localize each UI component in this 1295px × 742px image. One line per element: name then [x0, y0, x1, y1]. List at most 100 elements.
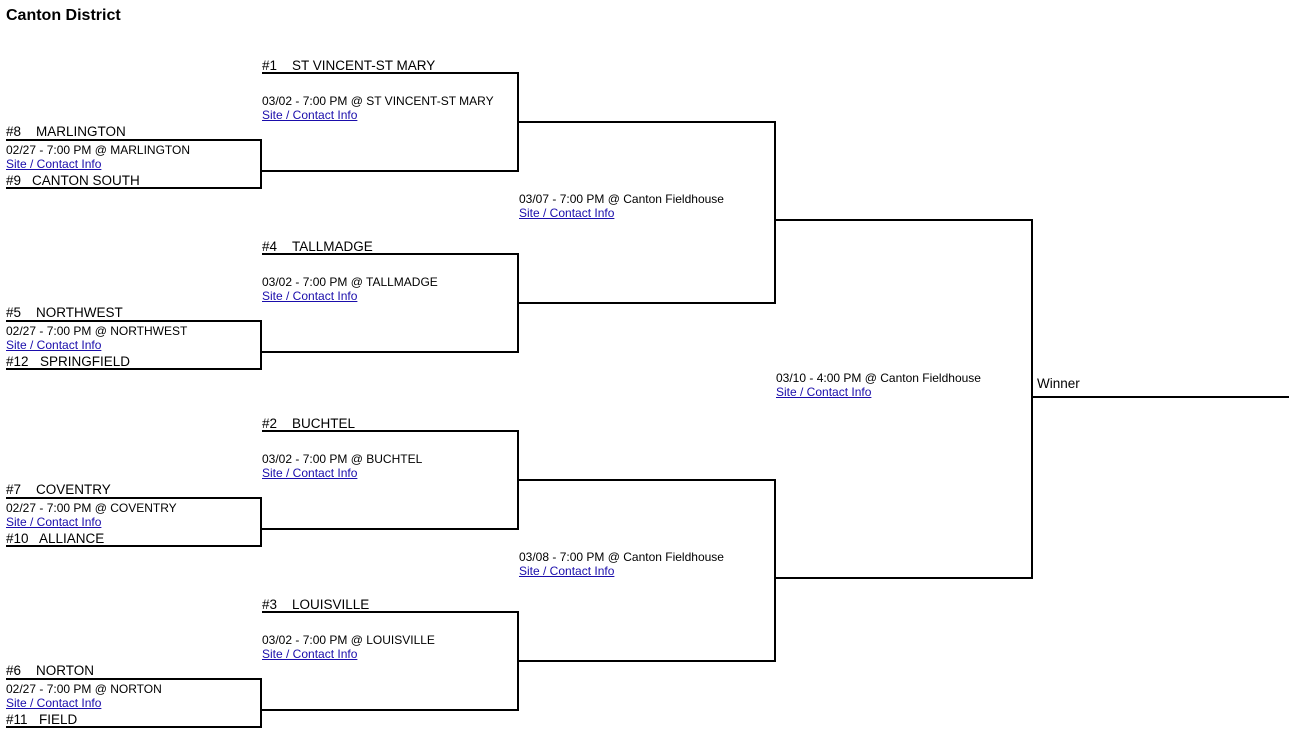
bracket-line	[6, 497, 262, 499]
team-seed: #7	[6, 482, 22, 497]
bracket-line	[517, 611, 519, 711]
team-name: SPRINGFIELD	[40, 354, 131, 369]
bracket-line	[260, 139, 262, 189]
game-info: 03/02 - 7:00 PM @ BUCHTEL Site / Contact…	[262, 452, 422, 480]
site-contact-link[interactable]: Site / Contact Info	[6, 338, 102, 352]
team-seed: #5	[6, 305, 22, 320]
team-springfield: #12 SPRINGFIELD	[6, 354, 130, 369]
site-contact-link[interactable]: Site / Contact Info	[776, 385, 872, 399]
bracket-line	[519, 302, 776, 304]
site-contact-link[interactable]: Site / Contact Info	[262, 289, 358, 303]
game-time-location: 03/08 - 7:00 PM @ Canton Fieldhouse	[519, 550, 724, 564]
bracket-line	[6, 726, 262, 728]
game-time-location: 03/02 - 7:00 PM @ ST VINCENT-ST MARY	[262, 94, 494, 108]
site-contact-link[interactable]: Site / Contact Info	[6, 157, 102, 171]
team-name: COVENTRY	[36, 482, 111, 497]
team-seed: #4	[262, 239, 278, 254]
bracket-line	[262, 611, 519, 613]
team-seed: #10	[6, 531, 29, 546]
bracket-line	[6, 139, 262, 141]
team-louisville: #3 LOUISVILLE	[262, 597, 369, 612]
team-name: BUCHTEL	[292, 416, 356, 431]
game-info: 02/27 - 7:00 PM @ COVENTRY Site / Contac…	[6, 501, 177, 529]
team-seed: #9	[6, 173, 22, 188]
team-st-vincent-st-mary: #1 ST VINCENT-ST MARY	[262, 58, 435, 73]
site-contact-link[interactable]: Site / Contact Info	[262, 647, 358, 661]
bracket-line	[260, 678, 262, 728]
team-name: LOUISVILLE	[292, 597, 370, 612]
game-time-location: 03/07 - 7:00 PM @ Canton Fieldhouse	[519, 192, 724, 206]
winner-line	[1033, 396, 1289, 398]
game-time-location: 03/02 - 7:00 PM @ TALLMADGE	[262, 275, 438, 289]
bracket-line	[262, 351, 519, 353]
game-info: 02/27 - 7:00 PM @ MARLINGTON Site / Cont…	[6, 143, 190, 171]
bracket-line	[519, 660, 776, 662]
team-northwest: #5 NORTHWEST	[6, 305, 123, 320]
game-info: 03/02 - 7:00 PM @ TALLMADGE Site / Conta…	[262, 275, 438, 303]
team-seed: #11	[6, 712, 28, 727]
site-contact-link[interactable]: Site / Contact Info	[519, 206, 615, 220]
team-canton-south: #9 CANTON SOUTH	[6, 173, 140, 188]
bracket-line	[519, 121, 776, 123]
team-marlington: #8 MARLINGTON	[6, 124, 126, 139]
site-contact-link[interactable]: Site / Contact Info	[6, 515, 102, 529]
game-info: 03/08 - 7:00 PM @ Canton Fieldhouse Site…	[519, 550, 724, 578]
game-info: 03/10 - 4:00 PM @ Canton Fieldhouse Site…	[776, 371, 981, 399]
bracket-line	[776, 577, 1033, 579]
bracket-line	[774, 121, 776, 304]
bracket-line	[260, 497, 262, 547]
bracket-line	[517, 72, 519, 172]
bracket-line	[774, 479, 776, 662]
team-name: ST VINCENT-ST MARY	[292, 58, 436, 73]
game-info: 03/02 - 7:00 PM @ ST VINCENT-ST MARY Sit…	[262, 94, 494, 122]
page-title: Canton District	[6, 7, 121, 24]
team-seed: #12	[6, 354, 29, 369]
bracket-line	[260, 320, 262, 370]
team-alliance: #10 ALLIANCE	[6, 531, 104, 546]
team-seed: #1	[262, 58, 278, 73]
game-time-location: 02/27 - 7:00 PM @ NORTHWEST	[6, 324, 188, 338]
site-contact-link[interactable]: Site / Contact Info	[262, 466, 358, 480]
site-contact-link[interactable]: Site / Contact Info	[262, 108, 358, 122]
team-name: CANTON SOUTH	[32, 173, 140, 188]
team-name: ALLIANCE	[39, 531, 105, 546]
team-seed: #3	[262, 597, 278, 612]
game-time-location: 03/02 - 7:00 PM @ BUCHTEL	[262, 452, 423, 466]
game-info: 03/07 - 7:00 PM @ Canton Fieldhouse Site…	[519, 192, 724, 220]
game-info: 02/27 - 7:00 PM @ NORTHWEST Site / Conta…	[6, 324, 187, 352]
bracket-line	[519, 479, 776, 481]
team-buchtel: #2 BUCHTEL	[262, 416, 355, 431]
game-info: 03/02 - 7:00 PM @ LOUISVILLE Site / Cont…	[262, 633, 435, 661]
team-coventry: #7 COVENTRY	[6, 482, 111, 497]
team-name: MARLINGTON	[36, 124, 126, 139]
game-time-location: 02/27 - 7:00 PM @ NORTON	[6, 682, 162, 696]
game-time-location: 02/27 - 7:00 PM @ MARLINGTON	[6, 143, 191, 157]
bracket-line	[776, 219, 1033, 221]
bracket-line	[262, 253, 519, 255]
team-seed: #6	[6, 663, 22, 678]
bracket-line	[6, 187, 262, 189]
game-info: 02/27 - 7:00 PM @ NORTON Site / Contact …	[6, 682, 162, 710]
bracket-line	[262, 170, 519, 172]
team-name: TALLMADGE	[292, 239, 373, 254]
team-seed: #2	[262, 416, 278, 431]
bracket-line	[517, 253, 519, 353]
team-name: NORTHWEST	[36, 305, 123, 320]
bracket-line	[262, 72, 519, 74]
bracket-line	[262, 528, 519, 530]
bracket-line	[6, 545, 262, 547]
site-contact-link[interactable]: Site / Contact Info	[519, 564, 615, 578]
team-tallmadge: #4 TALLMADGE	[262, 239, 373, 254]
site-contact-link[interactable]: Site / Contact Info	[6, 696, 102, 710]
game-time-location: 03/10 - 4:00 PM @ Canton Fieldhouse	[776, 371, 981, 385]
bracket-line	[6, 368, 262, 370]
winner-label: Winner	[1037, 376, 1080, 391]
game-time-location: 03/02 - 7:00 PM @ LOUISVILLE	[262, 633, 435, 647]
bracket-line	[6, 320, 262, 322]
team-seed: #8	[6, 124, 22, 139]
bracket-line	[262, 430, 519, 432]
bracket-line	[262, 709, 519, 711]
bracket-line	[517, 430, 519, 530]
